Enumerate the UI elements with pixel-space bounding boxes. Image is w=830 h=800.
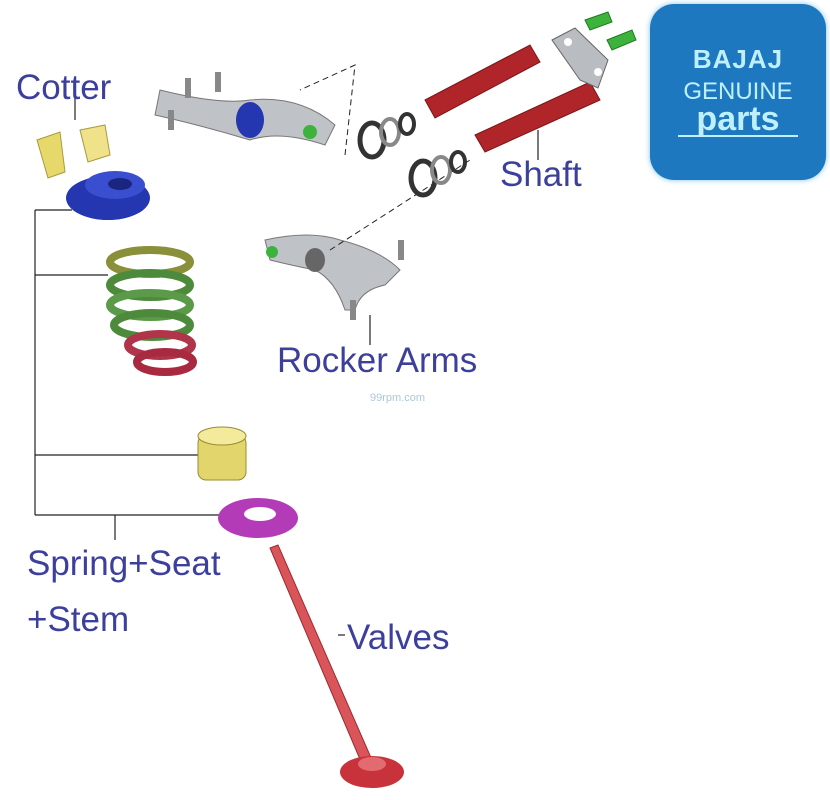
washers-lower [408, 150, 467, 198]
valve-part [269, 544, 404, 788]
valve-spring-part [106, 246, 197, 376]
lower-rocker-arm-part [264, 159, 471, 320]
retaining-plate-part [551, 27, 609, 89]
washers-upper [357, 112, 416, 160]
spring-seat-part [218, 498, 298, 538]
label-stem: +Stem [27, 600, 130, 639]
spring-retainer-part [66, 171, 150, 220]
label-cotter: Cotter [16, 68, 112, 107]
logo-text-bajaj: BAJAJ [692, 44, 784, 74]
bajaj-genuine-parts-logo: BAJAJ GENUINE parts [650, 4, 826, 180]
upper-rocker-arm-part [154, 64, 356, 156]
stem-seal-part [197, 426, 247, 481]
label-rocker-arms: Rocker Arms [277, 341, 478, 380]
logo-underline [678, 135, 798, 137]
bracket-lines [34, 95, 539, 636]
label-spring-seat: Spring+Seat [27, 544, 221, 583]
label-shaft: Shaft [500, 155, 582, 194]
logo-text-genuine: GENUINE [683, 78, 793, 105]
label-valves: Valves [347, 618, 450, 657]
watermark: 99rpm.com [370, 392, 426, 404]
cotter-part [36, 124, 111, 179]
rocker-shafts [424, 44, 601, 153]
green-bolts [584, 11, 637, 51]
logo-text-parts: parts [696, 100, 780, 138]
